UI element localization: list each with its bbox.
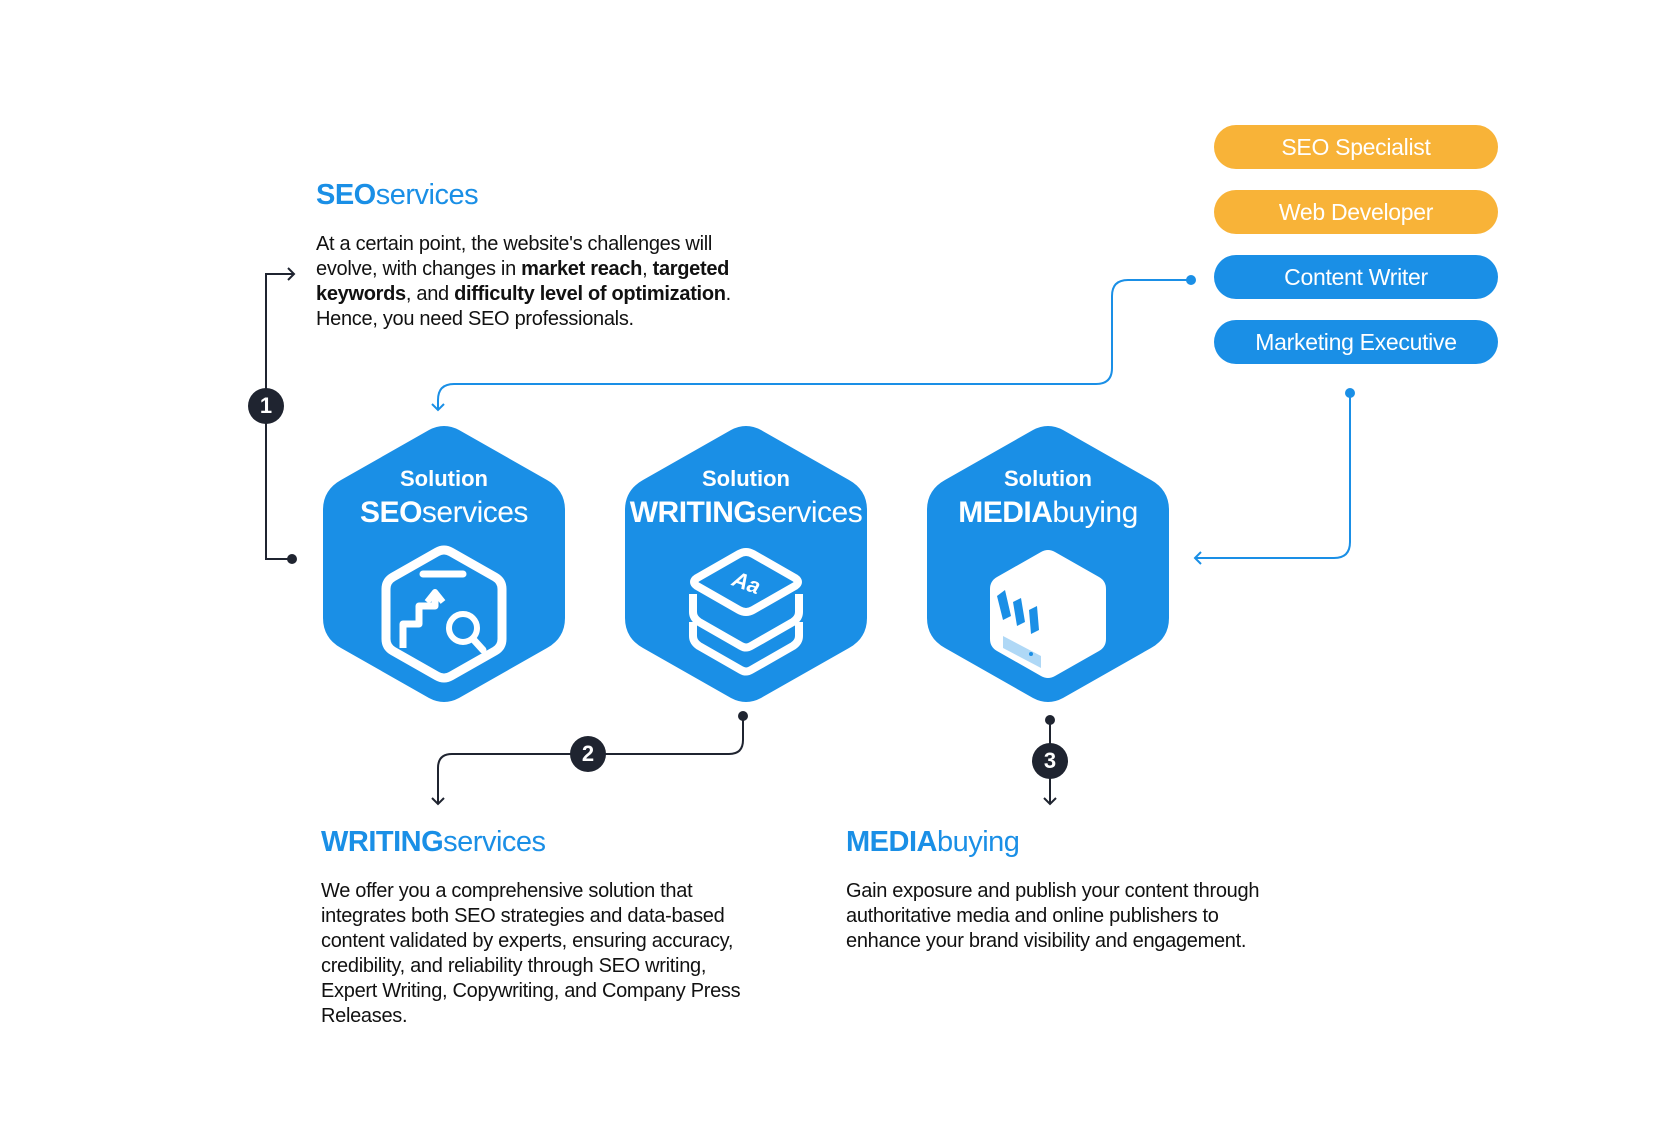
- media-buying-heading: MEDIAbuying: [846, 826, 1020, 858]
- storefront-icon: [990, 550, 1106, 678]
- media-buying-section: MEDIAbuying Gain exposure and publish yo…: [846, 828, 1266, 954]
- hexagon-shape: [625, 426, 867, 702]
- card-label-small: Solution: [400, 466, 488, 491]
- step-badge-2: 2: [570, 736, 606, 772]
- card-label-small: Solution: [702, 466, 790, 491]
- role-pill-seo-specialist: SEO Specialist: [1214, 125, 1498, 169]
- connector-marketing-to-media: [1193, 388, 1355, 565]
- card-label-title: WRITINGservices: [629, 496, 863, 529]
- seo-services-heading: SEOservices: [316, 179, 479, 211]
- solution-card-seo-services: Solution SEOservices: [321, 424, 567, 704]
- card-label-title: SEOservices: [360, 496, 528, 529]
- svg-text:Aa: Aa: [728, 566, 764, 599]
- connector-content-writer-to-seo: [431, 275, 1196, 412]
- step-badge-1: 1: [248, 388, 284, 424]
- step-badge-3: 3: [1032, 743, 1068, 779]
- writing-services-heading: WRITINGservices: [321, 826, 546, 858]
- writing-services-section: WRITINGservices We offer you a comprehen…: [321, 828, 761, 1029]
- typography-aa-icon: Aa: [689, 548, 803, 676]
- solution-card-media-buying: Solution MEDIAbuying: [925, 424, 1171, 704]
- role-pill-content-writer: Content Writer: [1214, 255, 1498, 299]
- seo-services-section: SEOservices At a certain point, the webs…: [316, 181, 736, 332]
- card-label-title: MEDIAbuying: [958, 496, 1138, 529]
- solution-card-writing-services: Solution WRITINGservices Aa: [623, 424, 869, 704]
- seo-services-description: At a certain point, the website's challe…: [316, 233, 731, 330]
- role-pill-marketing-executive: Marketing Executive: [1214, 320, 1498, 364]
- writing-services-description: We offer you a comprehensive solution th…: [321, 880, 741, 1027]
- media-buying-description: Gain exposure and publish your content t…: [846, 880, 1260, 952]
- seo-growth-search-icon: [381, 545, 507, 683]
- card-label-small: Solution: [1004, 466, 1092, 491]
- role-pill-web-developer: Web Developer: [1214, 190, 1498, 234]
